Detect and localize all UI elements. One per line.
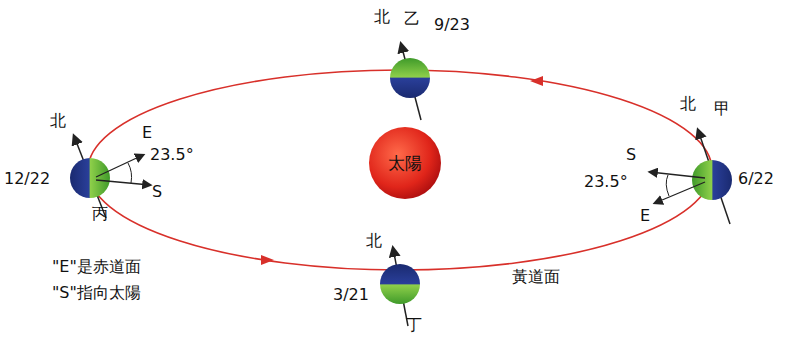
- diagram-label: 9/23: [434, 16, 470, 34]
- sun-circle: 太陽: [369, 127, 441, 199]
- diagram-label: "E"是赤道面: [52, 258, 141, 276]
- diagram-label: E: [142, 124, 152, 142]
- diagram-label: 北: [366, 232, 382, 250]
- diagram-label: S: [152, 183, 162, 201]
- sun-label: 太陽: [388, 152, 422, 175]
- diagram-label: 丙: [92, 205, 108, 223]
- diagram-label: 甲: [714, 100, 730, 118]
- diagram-label: 6/22: [738, 170, 774, 188]
- diagram-label: 乙: [404, 10, 420, 28]
- diagram-label: 3/21: [333, 286, 369, 304]
- diagram-label: 黃道面: [512, 268, 560, 286]
- diagram-label: 北: [50, 112, 66, 130]
- diagram-label: 丁: [406, 316, 422, 334]
- diagram-label: 23.5°: [150, 146, 194, 164]
- diagram-label: 23.5°: [584, 173, 628, 191]
- diagram-label: S: [626, 146, 636, 164]
- diagram-label: E: [640, 207, 650, 225]
- diagram-label: "S"指向太陽: [52, 284, 141, 302]
- diagram-label: 北: [374, 8, 390, 26]
- diagram-label: 北: [680, 95, 696, 113]
- diagram-label: 12/22: [4, 170, 50, 188]
